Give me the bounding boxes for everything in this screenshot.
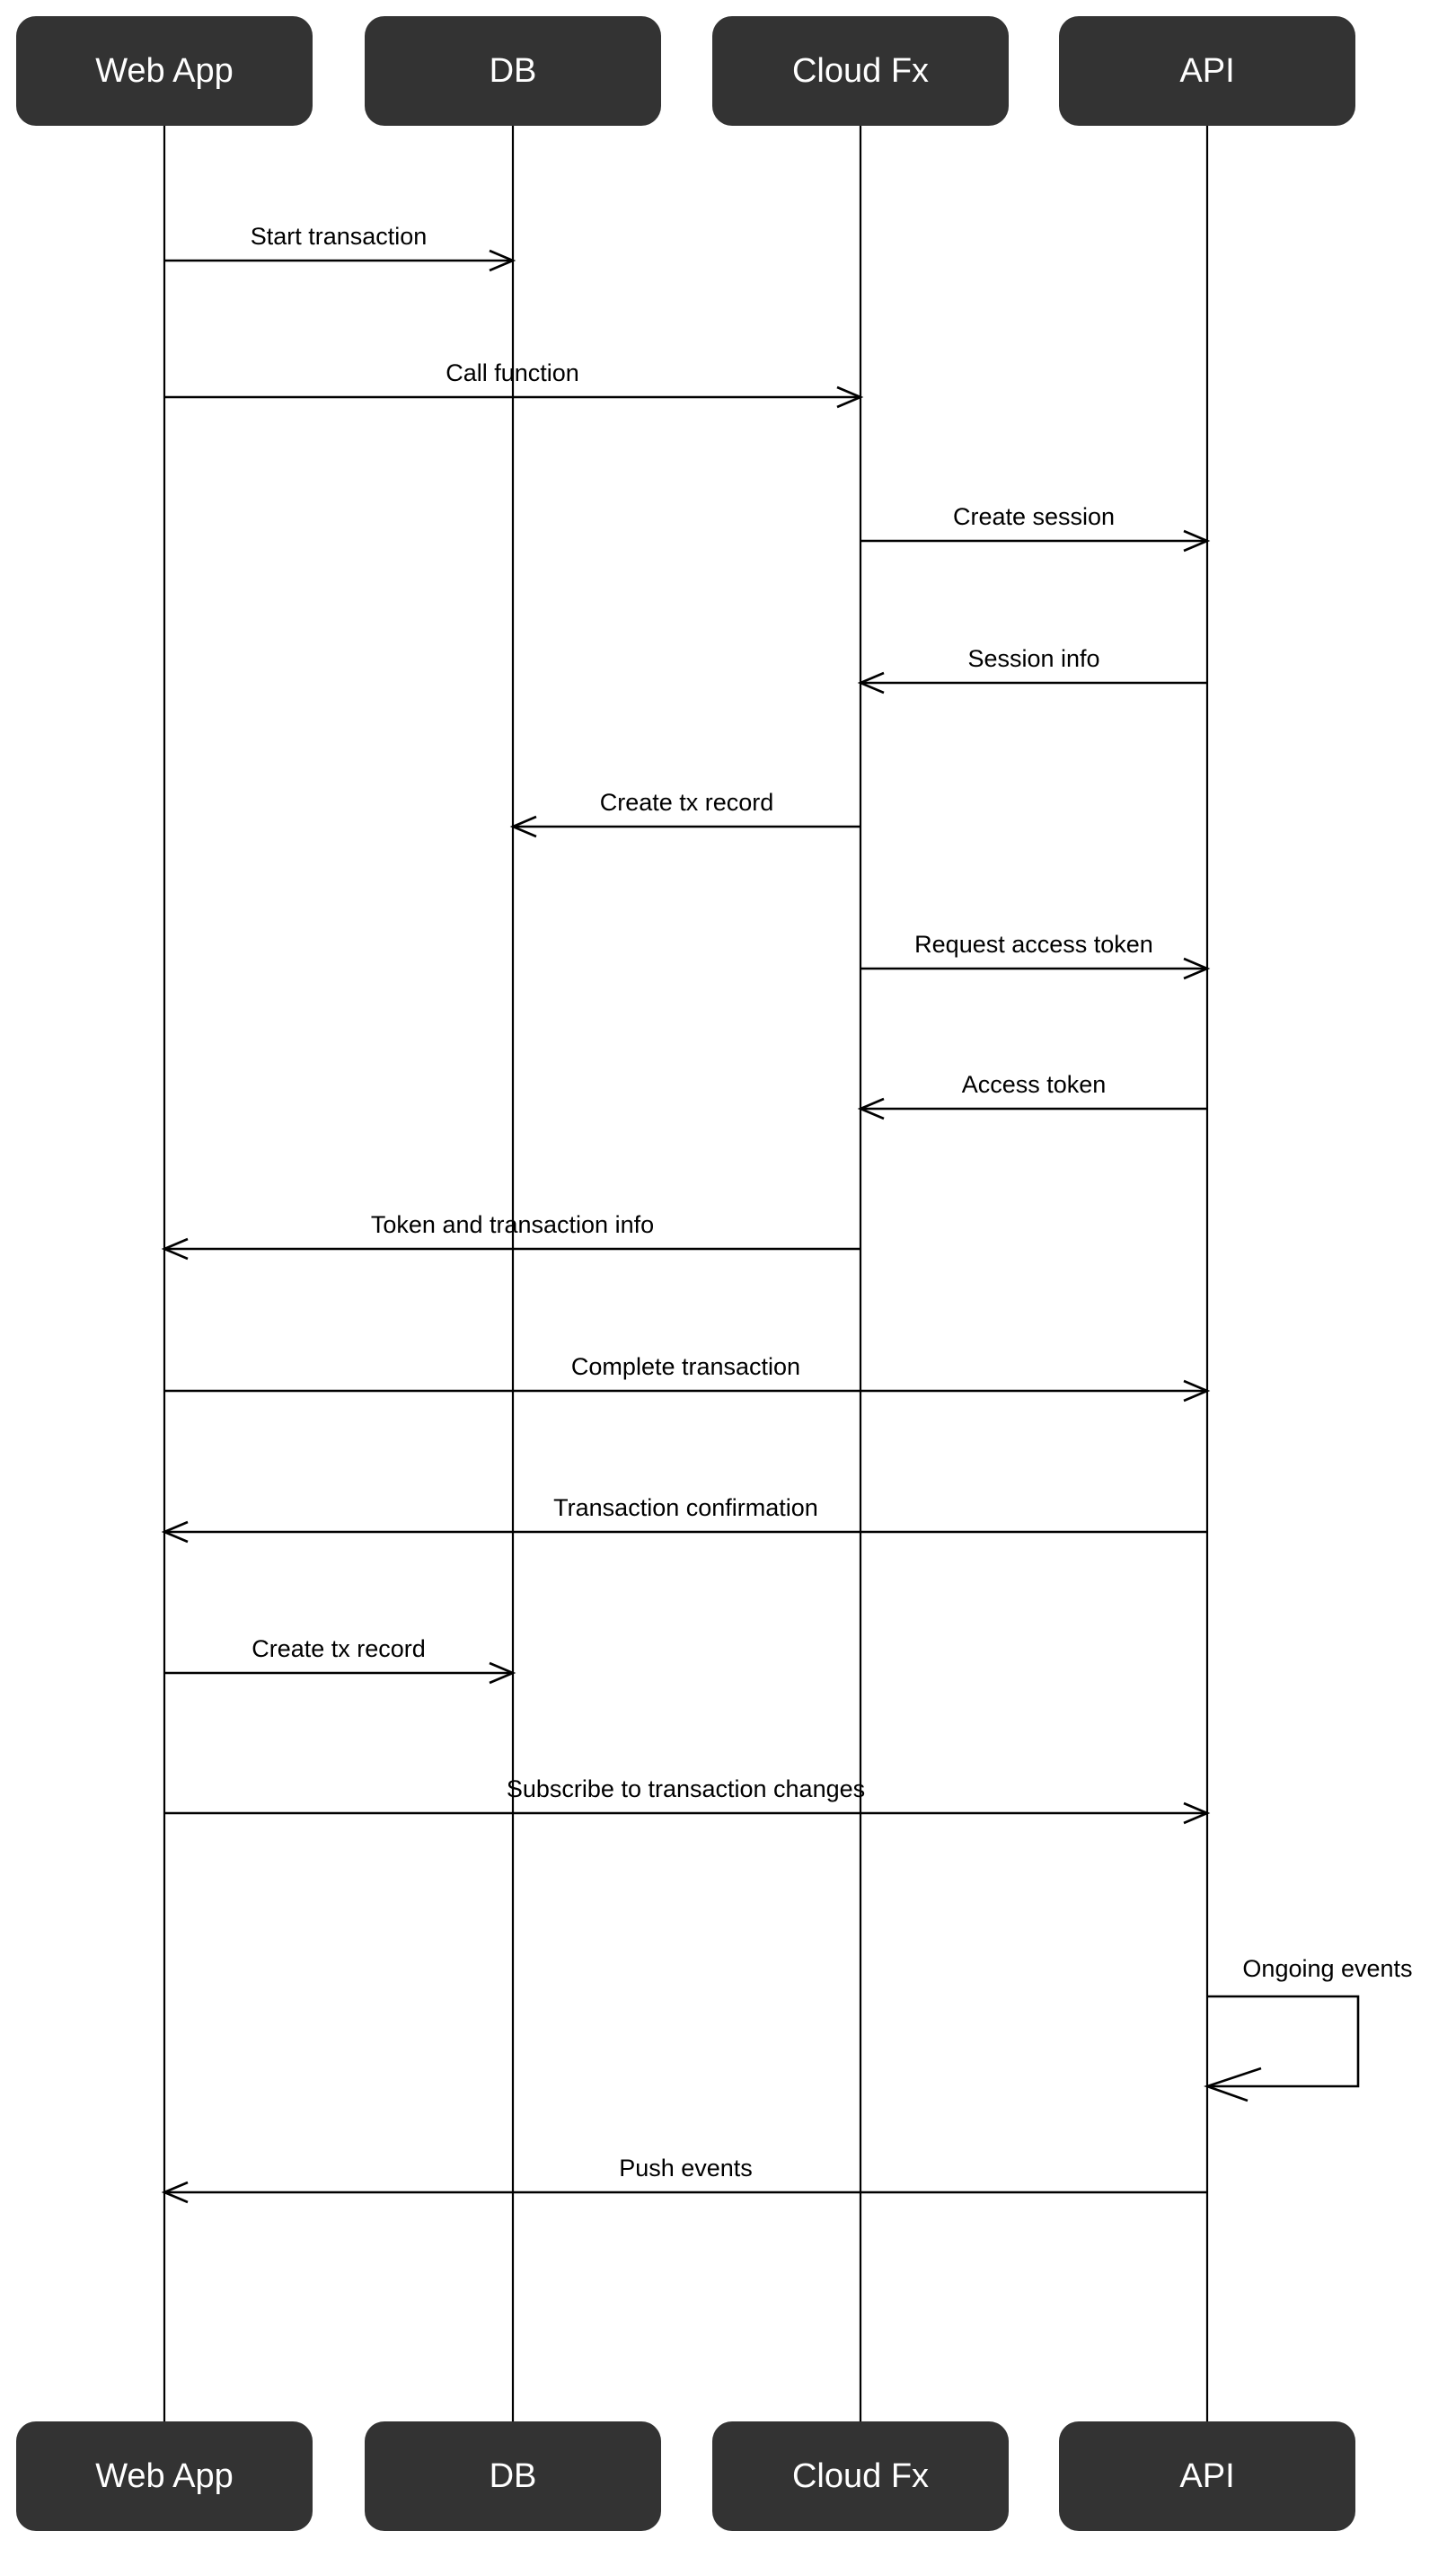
participant-box[interactable] xyxy=(365,2421,661,2531)
message-arrowhead xyxy=(161,2181,189,2204)
message-label: Transaction confirmation xyxy=(553,1494,818,1521)
message-8: Token and transaction info xyxy=(161,1211,860,1261)
message-arrowhead xyxy=(1183,1379,1211,1403)
participant-bottom-webapp[interactable]: Web App xyxy=(16,2421,313,2531)
participant-bottom-db[interactable]: DB xyxy=(365,2421,661,2531)
message-4: Session info xyxy=(857,645,1207,695)
message-label: Request access token xyxy=(914,931,1153,958)
self-message-label: Ongoing events xyxy=(1242,1955,1412,1982)
participant-box[interactable] xyxy=(712,2421,1009,2531)
self-message-loop xyxy=(1207,1995,1360,2088)
participant-bottom-cloudfx[interactable]: Cloud Fx xyxy=(712,2421,1009,2531)
self-message-arrowhead xyxy=(1204,2067,1262,2102)
message-label: Session info xyxy=(967,645,1099,672)
message-12: Subscribe to transaction changes xyxy=(164,1775,1211,1825)
message-arrowhead xyxy=(1183,1801,1211,1825)
message-11: Create tx record xyxy=(164,1635,516,1685)
message-2: Call function xyxy=(164,359,864,409)
participant-top-webapp[interactable]: Web App xyxy=(16,16,313,126)
message-label: Call function xyxy=(446,359,579,386)
participant-label: API xyxy=(1179,2457,1234,2495)
message-arrowhead xyxy=(1183,957,1211,980)
message-arrowhead xyxy=(836,385,864,409)
participant-label: Cloud Fx xyxy=(792,2457,929,2495)
self-messages-group: Ongoing events xyxy=(1204,1955,1413,2102)
message-arrowhead xyxy=(489,249,516,272)
participant-box[interactable] xyxy=(16,2421,313,2531)
participant-box[interactable] xyxy=(16,16,313,126)
participant-label: DB xyxy=(490,2457,537,2495)
message-label: Subscribe to transaction changes xyxy=(507,1775,865,1802)
message-label: Access token xyxy=(962,1071,1107,1098)
message-5: Create tx record xyxy=(509,789,860,838)
participant-top-db[interactable]: DB xyxy=(365,16,661,126)
message-label: Start transaction xyxy=(251,223,428,250)
participant-bottom-api[interactable]: API xyxy=(1059,2421,1355,2531)
participant-box[interactable] xyxy=(1059,16,1355,126)
participant-top-cloudfx[interactable]: Cloud Fx xyxy=(712,16,1009,126)
message-label: Create tx record xyxy=(600,789,774,816)
message-9: Complete transaction xyxy=(164,1353,1211,1403)
message-6: Request access token xyxy=(860,931,1211,980)
message-3: Create session xyxy=(860,503,1211,553)
message-10: Transaction confirmation xyxy=(161,1494,1207,1544)
participant-box[interactable] xyxy=(1059,2421,1355,2531)
top-participants-group: Web App DB Cloud Fx API xyxy=(16,16,1355,126)
message-label: Push events xyxy=(619,2155,753,2182)
message-arrowhead xyxy=(161,1237,189,1261)
message-arrowhead xyxy=(857,671,885,695)
participant-box[interactable] xyxy=(365,16,661,126)
message-label: Create tx record xyxy=(251,1635,426,1662)
message-arrowhead xyxy=(489,1661,516,1685)
message-label: Create session xyxy=(953,503,1115,530)
bottom-participants-group: Web App DB Cloud Fx API xyxy=(16,2421,1355,2531)
participant-box[interactable] xyxy=(712,16,1009,126)
message-arrowhead xyxy=(857,1097,885,1120)
participant-label: API xyxy=(1179,52,1234,90)
participant-label: DB xyxy=(490,52,537,90)
message-label: Token and transaction info xyxy=(371,1211,654,1238)
message-14: Push events xyxy=(161,2155,1207,2204)
participant-label: Web App xyxy=(95,52,234,90)
participant-label: Cloud Fx xyxy=(792,52,929,90)
message-arrowhead xyxy=(161,1520,189,1544)
message-arrowhead xyxy=(1183,529,1211,553)
participant-label: Web App xyxy=(95,2457,234,2495)
participant-top-api[interactable]: API xyxy=(1059,16,1355,126)
message-label: Complete transaction xyxy=(571,1353,800,1380)
message-arrowhead xyxy=(509,815,537,838)
message-7: Access token xyxy=(857,1071,1207,1120)
lifelines-group xyxy=(163,126,1209,2421)
self-message-13: Ongoing events xyxy=(1204,1955,1413,2102)
message-1: Start transaction xyxy=(164,223,516,272)
